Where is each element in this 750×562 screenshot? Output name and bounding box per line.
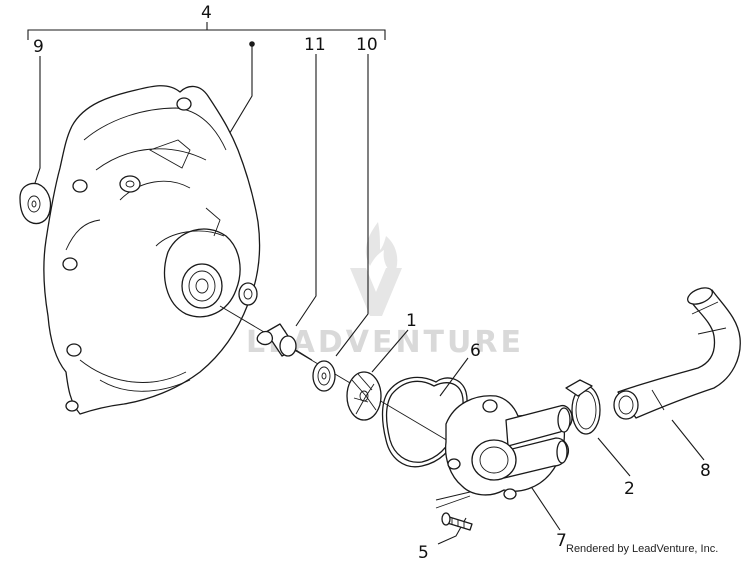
callout-1: 1 [406, 311, 417, 331]
assembly-axis [219, 305, 461, 449]
callout-9: 9 [33, 37, 44, 57]
render-credit: Rendered by LeadVenture, Inc. [566, 543, 718, 555]
leader-8 [671, 419, 705, 461]
leader-10 [335, 54, 369, 357]
callout-6: 6 [470, 341, 481, 361]
part-2-clamp [565, 379, 601, 435]
leader-2 [597, 437, 631, 477]
leader-lines [29, 41, 705, 545]
part-11-shaft [256, 323, 313, 361]
part-10-seal [312, 360, 336, 392]
leader-1 [371, 329, 409, 373]
bracket-4 [27, 22, 386, 40]
callout-5: 5 [418, 543, 429, 562]
callout-labels: 4 9 11 10 1 6 2 8 7 5 [33, 3, 711, 562]
leader-11 [295, 54, 317, 327]
watermark-v-icon [350, 268, 402, 316]
callout-7: 7 [556, 531, 567, 551]
leader-4 [227, 44, 253, 137]
watermark-flame-icon [365, 222, 398, 276]
callout-8: 8 [700, 461, 711, 481]
callout-4: 4 [201, 3, 212, 23]
part-1-impeller [346, 371, 382, 421]
part-8-hose [613, 287, 741, 420]
part-7-pump-cover [435, 395, 573, 509]
callout-10: 10 [356, 35, 378, 55]
callout-11: 11 [304, 35, 326, 55]
leader-9 [29, 56, 41, 199]
part-4-engine-cover [43, 85, 261, 415]
callout-2: 2 [624, 479, 635, 499]
part-5-screw [441, 512, 473, 531]
part-9-spacer [19, 182, 52, 225]
leader-6 [439, 357, 469, 397]
